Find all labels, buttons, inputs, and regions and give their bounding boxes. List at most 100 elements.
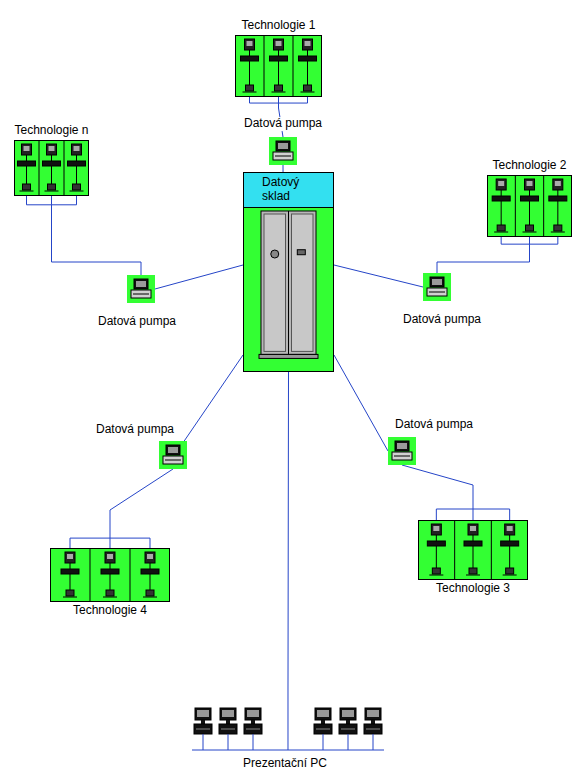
- pump-label: Datová pumpa: [393, 418, 475, 432]
- pc-monitor: [245, 708, 261, 720]
- network-bus: [192, 750, 384, 751]
- device-stem: [70, 574, 71, 590]
- device-foot: [432, 568, 440, 574]
- panel-frame: [419, 521, 528, 580]
- panel-divider: [90, 548, 91, 602]
- device-head: [553, 179, 563, 190]
- bracket-wire: [501, 237, 502, 244]
- pump-slot: [429, 292, 445, 293]
- pc-drop: [228, 734, 229, 750]
- device-stem: [249, 50, 250, 56]
- device-base: [466, 575, 480, 576]
- pump-label: Datová pumpa: [96, 315, 178, 329]
- device-foot: [497, 225, 505, 231]
- technology-illustration: [418, 500, 528, 580]
- pump-ground: [269, 137, 297, 165]
- panel-divider: [454, 520, 455, 580]
- technology-label: Technologie 3: [436, 582, 510, 596]
- cabinet-outline: [261, 211, 316, 354]
- panel-divider: [543, 175, 544, 237]
- device-foot: [23, 184, 31, 190]
- panel-divider: [515, 175, 516, 237]
- cabinet-door-split: [288, 211, 289, 354]
- pump-monitor: [395, 441, 409, 451]
- connector-line: [402, 465, 473, 500]
- pc-neck: [226, 720, 230, 724]
- technology-label: Technologie 1: [241, 19, 315, 33]
- device-base: [301, 92, 315, 93]
- device-bar: [464, 541, 482, 546]
- device-icon: [270, 39, 288, 92]
- device-stem: [307, 50, 308, 56]
- connector-line: [155, 265, 243, 289]
- panel-frame: [51, 549, 170, 602]
- bracket-wire: [110, 538, 111, 548]
- device-stem: [110, 574, 111, 590]
- bracket-wire: [51, 196, 52, 205]
- device-base: [143, 597, 157, 598]
- pc-neck: [321, 720, 325, 724]
- device-stem: [557, 201, 558, 225]
- pc-monitor: [365, 708, 381, 720]
- device-head: [72, 144, 82, 155]
- device-stem: [501, 190, 502, 196]
- pc-slot: [316, 729, 330, 730]
- technology-label: Technologie 2: [492, 159, 566, 173]
- technology-label: Technologie n: [14, 124, 88, 138]
- device-screen: [147, 554, 153, 559]
- pump-icon: [269, 137, 297, 165]
- pump-ground: [388, 437, 416, 465]
- device-bar: [43, 161, 61, 166]
- device-icon: [61, 552, 79, 597]
- device-foot: [469, 568, 477, 574]
- device-head: [47, 144, 57, 155]
- panel-frame: [488, 176, 572, 237]
- technology-illustration: [235, 35, 322, 108]
- panel-divider: [293, 35, 294, 97]
- device-foot: [304, 85, 312, 91]
- bracket-wire: [278, 103, 279, 108]
- technology-panel: Technologie 3: [418, 500, 528, 580]
- device-bar: [501, 541, 519, 546]
- pump-icon: [423, 273, 451, 301]
- device-base: [45, 191, 59, 192]
- pc-case: [194, 724, 212, 734]
- device-stem: [557, 190, 558, 196]
- device-base: [551, 232, 565, 233]
- device-stem: [436, 546, 437, 568]
- pc-case: [244, 724, 262, 734]
- device-foot: [506, 568, 514, 574]
- device-base: [70, 191, 84, 192]
- bracket-wire: [70, 538, 71, 548]
- technology-illustration: [14, 140, 89, 212]
- pc-slot: [246, 729, 260, 730]
- device-bar: [427, 541, 445, 546]
- pc-case: [314, 724, 332, 734]
- device-screen: [305, 41, 311, 46]
- device-screen: [49, 146, 55, 151]
- device-base: [243, 92, 257, 93]
- device-bar: [549, 196, 567, 201]
- bracket-wire: [473, 509, 474, 520]
- device-base: [20, 191, 34, 192]
- pump-base: [273, 152, 293, 160]
- pump-icon: [127, 275, 155, 303]
- device-bar: [241, 56, 259, 61]
- pump-slot: [275, 156, 291, 157]
- device-stem: [110, 563, 111, 569]
- pc-screen: [317, 710, 329, 717]
- device-icon: [549, 179, 567, 232]
- device-head: [496, 179, 506, 190]
- bracket-wire: [249, 97, 250, 103]
- pc-icon: [194, 708, 212, 750]
- connector-line: [110, 469, 173, 530]
- device-stem: [473, 546, 474, 568]
- pump-monitor: [430, 277, 444, 287]
- pc-drop: [203, 734, 204, 750]
- pump-base: [131, 290, 151, 298]
- device-foot: [275, 85, 283, 91]
- pcs-label: Prezentační PC: [243, 757, 327, 771]
- pump-base: [392, 452, 412, 460]
- connector-line: [283, 165, 284, 172]
- device-foot: [146, 590, 154, 596]
